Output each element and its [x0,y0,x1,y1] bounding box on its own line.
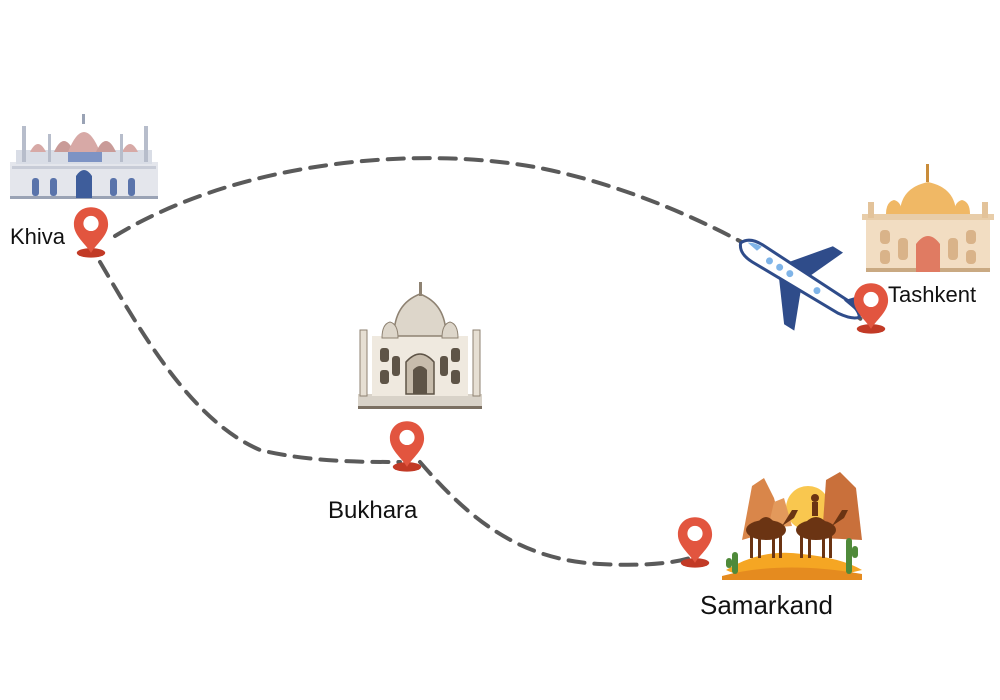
map-pin-icon[interactable] [389,421,425,472]
desert-camels-scene-icon [722,472,862,580]
mosque-landmark-icon [10,114,158,199]
city-label-samarkand: Samarkand [700,590,833,620]
airplane-icon [738,238,873,331]
city-label-bukhara: Bukhara [328,497,418,524]
city-label-tashkent: Tashkent [888,282,976,307]
map-pin-icon[interactable] [853,283,889,334]
route-lines [98,156,864,567]
mausoleum-landmark-icon [358,282,482,409]
domed-palace-landmark-icon [862,164,994,272]
route-khiva-bukhara [98,260,402,464]
route-khiva-tashkent [113,156,864,322]
map-pin-icon[interactable] [73,207,109,258]
city-label-khiva: Khiva [10,224,66,249]
route-bukhara-samarkand [418,460,692,567]
